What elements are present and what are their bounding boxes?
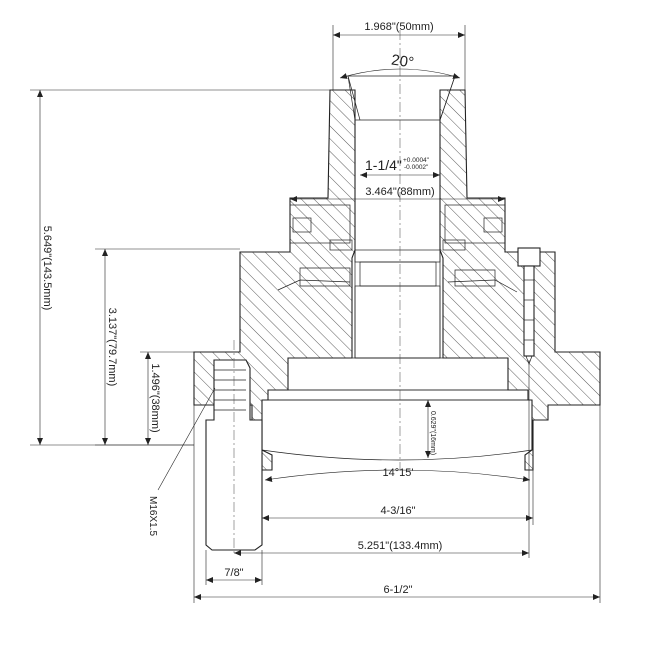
right-bearing [442,239,466,251]
face-plate [261,399,533,461]
dim-pin-width: 7/8" [205,550,263,585]
thread-label: M16X1.5 [147,496,158,536]
dim-spindle-fit-label: 1-1/4" [365,157,402,173]
dim-face-width: 4-3/16" [261,470,534,525]
cap-screw-shank [523,265,535,357]
taper-right [439,75,456,121]
dim-bolt-offset-label: 5.251"(133.4mm) [358,540,443,552]
left-clamp-block [289,204,351,244]
dim-flange: 3.464"(88mm) [290,186,505,202]
body-section [193,75,601,471]
taper-left [347,75,361,121]
cap-screw-head [517,247,541,267]
left-clamp-screw [292,217,312,233]
spindle-nose-lower [354,285,441,359]
dim-arc: 14°15' [264,467,531,482]
central-bore [347,75,456,359]
spindle-nose-upper [359,261,437,287]
dim-spindle-fit-upper: +0.0004" [403,157,430,164]
dim-face-width-label: 4-3/16" [380,505,415,517]
dim-taper: 20° [339,52,461,79]
thread-callout: M16X1.5 [147,387,216,536]
right-clamp-block [444,204,506,244]
left-wedge [299,267,351,287]
spindle-ring [354,249,441,263]
dim-mid-height: 3.137"(79.7mm) [95,248,240,446]
dim-spindle-fit-lower: -0.0002" [404,164,429,171]
dim-arc-label: 14°15' [383,467,414,479]
dim-overall-width-label: 6-1/2" [384,584,413,596]
right-clamp-screw [483,217,503,233]
dim-pin-width-label: 7/8" [224,567,243,579]
face-step [287,357,509,391]
cap-screw [517,247,541,365]
dim-spindle-fit: 1-1/4" +0.0004" -0.0002" [360,157,440,178]
dim-top-bore: 1.968"(50mm) [332,21,466,90]
face-lip [267,389,529,401]
dim-bolt-offset: 5.251"(133.4mm) [234,360,530,558]
dim-mid-height-label: 3.137"(79.7mm) [106,308,118,387]
dim-flange-label: 3.464"(88mm) [365,186,434,198]
dim-total-height-label: 5.649"(143.5mm) [41,226,53,311]
body-right-half [439,89,601,471]
dim-top-bore-label: 1.968"(50mm) [364,21,433,33]
right-wedge [454,269,496,287]
dim-overall-width: 6-1/2" [193,405,601,603]
dim-taper-label: 20° [390,52,415,72]
left-bearing [329,239,353,251]
dim-pin-height-label: 1.496"(38mm) [149,363,161,432]
dim-pin-height: 1.496"(38mm) [140,351,194,445]
dim-step-label: 0.629"(16mm) [429,411,436,455]
dim-step: 0.629"(16mm) [425,400,436,458]
